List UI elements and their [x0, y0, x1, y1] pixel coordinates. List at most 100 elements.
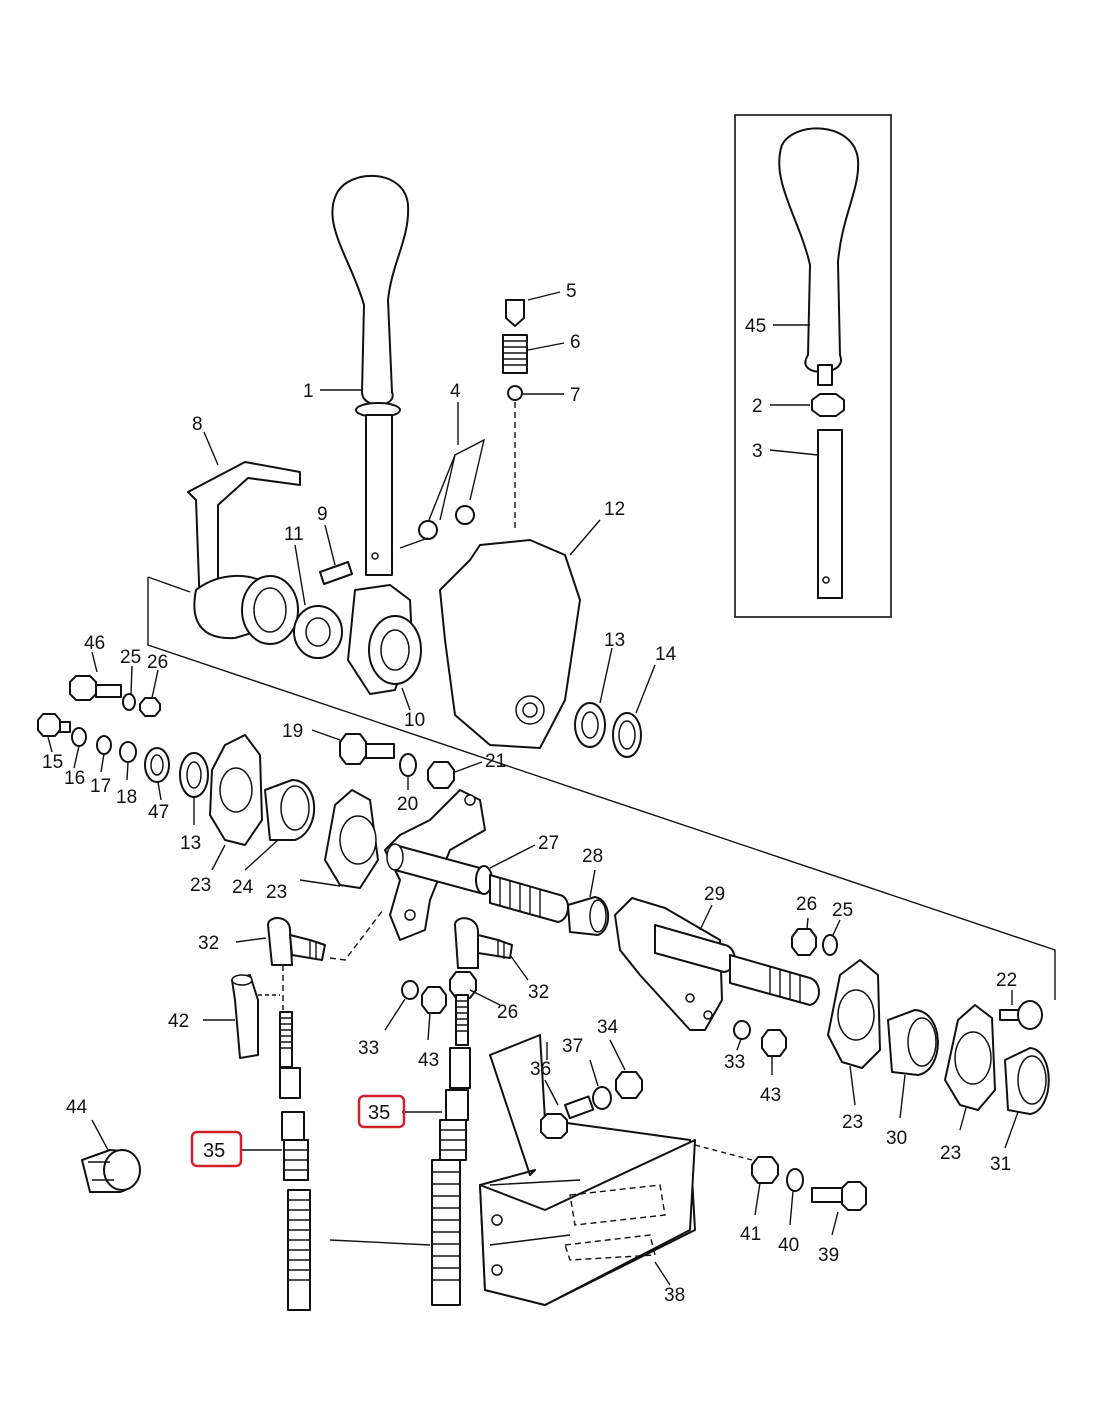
bolt-36: 36 [530, 1042, 595, 1139]
callout-23-second: 23 [266, 882, 287, 903]
callout-7: 7 [570, 385, 581, 406]
lock-washer-40: 40 [778, 1168, 804, 1256]
callout-33-right: 33 [724, 1052, 745, 1073]
washer-33-right: 33 [724, 1020, 751, 1073]
axis-lines [147, 576, 1056, 1000]
lever-shaft [365, 414, 393, 576]
callout-44: 44 [66, 1097, 88, 1118]
spring-6 [502, 334, 528, 374]
callout-inset-2: 2 [752, 396, 763, 417]
control-rod-left [240, 965, 431, 1311]
callout-30: 30 [886, 1128, 907, 1149]
callout-13-upper: 13 [604, 630, 625, 651]
washer-33-left: 33 [358, 980, 419, 1059]
callout-43-right: 43 [760, 1085, 781, 1106]
callout-46: 46 [84, 633, 105, 654]
snap-ring-47: 47 [144, 747, 170, 823]
lever-hub-10: 10 [347, 584, 425, 731]
washer-13-lower: 13 [179, 752, 209, 854]
washer-13-upper: 13 [574, 630, 625, 748]
callout-20: 20 [397, 794, 418, 815]
callout-29: 29 [704, 884, 725, 905]
callout-15: 15 [42, 752, 63, 773]
callout-35-left-group: 35 [190, 1130, 243, 1168]
lock-washer-37: 37 [562, 1036, 612, 1110]
callout-41: 41 [740, 1224, 761, 1245]
bearing-24: 24 [232, 779, 316, 898]
shaft-hole [822, 576, 830, 584]
callout-22: 22 [996, 970, 1017, 991]
nut-21: 21 [427, 751, 506, 789]
callout-43-left: 43 [418, 1050, 439, 1071]
callout-25-right: 25 [832, 900, 853, 921]
flange-23-fourth: 23 [940, 1004, 996, 1164]
callout-1: 1 [303, 381, 314, 402]
spline-shaft [489, 874, 569, 923]
nut-34: 34 [597, 1017, 643, 1099]
callout-21: 21 [485, 751, 506, 772]
callout-40: 40 [778, 1235, 799, 1256]
inset-panel: 45 2 3 [734, 114, 892, 618]
callout-38: 38 [664, 1285, 685, 1306]
callout-33-left: 33 [358, 1038, 379, 1059]
callout-18: 18 [116, 787, 137, 808]
bolt-19: 19 [282, 721, 395, 765]
callout-31: 31 [990, 1154, 1011, 1175]
rod-end-32-left: 32 [198, 909, 384, 966]
callout-35-right-group: 35 [357, 1094, 406, 1129]
callout-36: 36 [530, 1059, 551, 1080]
shaft-27: 27 [384, 789, 559, 941]
nut-26-right: 26 [791, 894, 817, 956]
nut-43-right: 43 [760, 1029, 787, 1106]
bushing-28: 28 [567, 846, 610, 936]
nut-43-left: 43 [418, 986, 447, 1071]
lever-knob-1 [331, 175, 410, 406]
washer-16: 16 [64, 727, 87, 789]
callout-25-left: 25 [120, 647, 141, 668]
callout-23-fourth: 23 [940, 1143, 961, 1164]
callout-34: 34 [597, 1017, 619, 1038]
callout-13-lower: 13 [180, 833, 201, 854]
connector-44: 44 [66, 1097, 141, 1193]
callout-16: 16 [64, 768, 85, 789]
detent-parts: 5 6 7 [502, 281, 581, 532]
flange-23-first: 23 [190, 734, 263, 896]
callout-26-left: 26 [147, 652, 168, 673]
control-rod-right [402, 994, 471, 1306]
callout-47: 47 [148, 802, 169, 823]
nut-41: 41 [694, 1144, 779, 1245]
callout-37: 37 [562, 1036, 583, 1057]
spline-shaft-2 [729, 954, 820, 1006]
callout-35-left: 35 [203, 1140, 225, 1162]
callout-23-third: 23 [842, 1112, 863, 1133]
pin-9: 9 [317, 504, 353, 585]
main-lever-assembly: 1 [303, 175, 410, 576]
washer-25-left: 25 [120, 647, 141, 711]
callout-4: 4 [450, 381, 461, 402]
highlight-box-35-right [357, 1094, 406, 1129]
rod-end-32-right: 32 [454, 917, 549, 1003]
callout-27: 27 [538, 833, 559, 854]
lever-knob-45 [778, 127, 860, 373]
callout-42: 42 [168, 1011, 189, 1032]
callout-24: 24 [232, 877, 254, 898]
washer-25-right: 25 [822, 900, 853, 956]
callout-26-right: 26 [796, 894, 817, 915]
lever-shaft-29: 29 [614, 884, 736, 1031]
lever-knob-stud [817, 364, 833, 386]
callout-32-left: 32 [198, 933, 219, 954]
washer-17: 17 [90, 735, 112, 797]
callout-12: 12 [604, 499, 625, 520]
callout-19: 19 [282, 721, 303, 742]
bolt-39: 39 [811, 1181, 867, 1266]
callout-inset-3: 3 [752, 441, 763, 462]
nut-26-center: 26 [449, 971, 518, 1023]
flange-23-second: 23 [266, 789, 379, 903]
washer-18: 18 [116, 741, 137, 808]
bolt-22: 22 [996, 970, 1043, 1030]
sleeve-11: 11 [284, 524, 343, 659]
callout-35-right: 35 [368, 1102, 390, 1124]
callout-23-first: 23 [190, 875, 211, 896]
callout-5: 5 [566, 281, 577, 302]
callout-6: 6 [570, 332, 581, 353]
